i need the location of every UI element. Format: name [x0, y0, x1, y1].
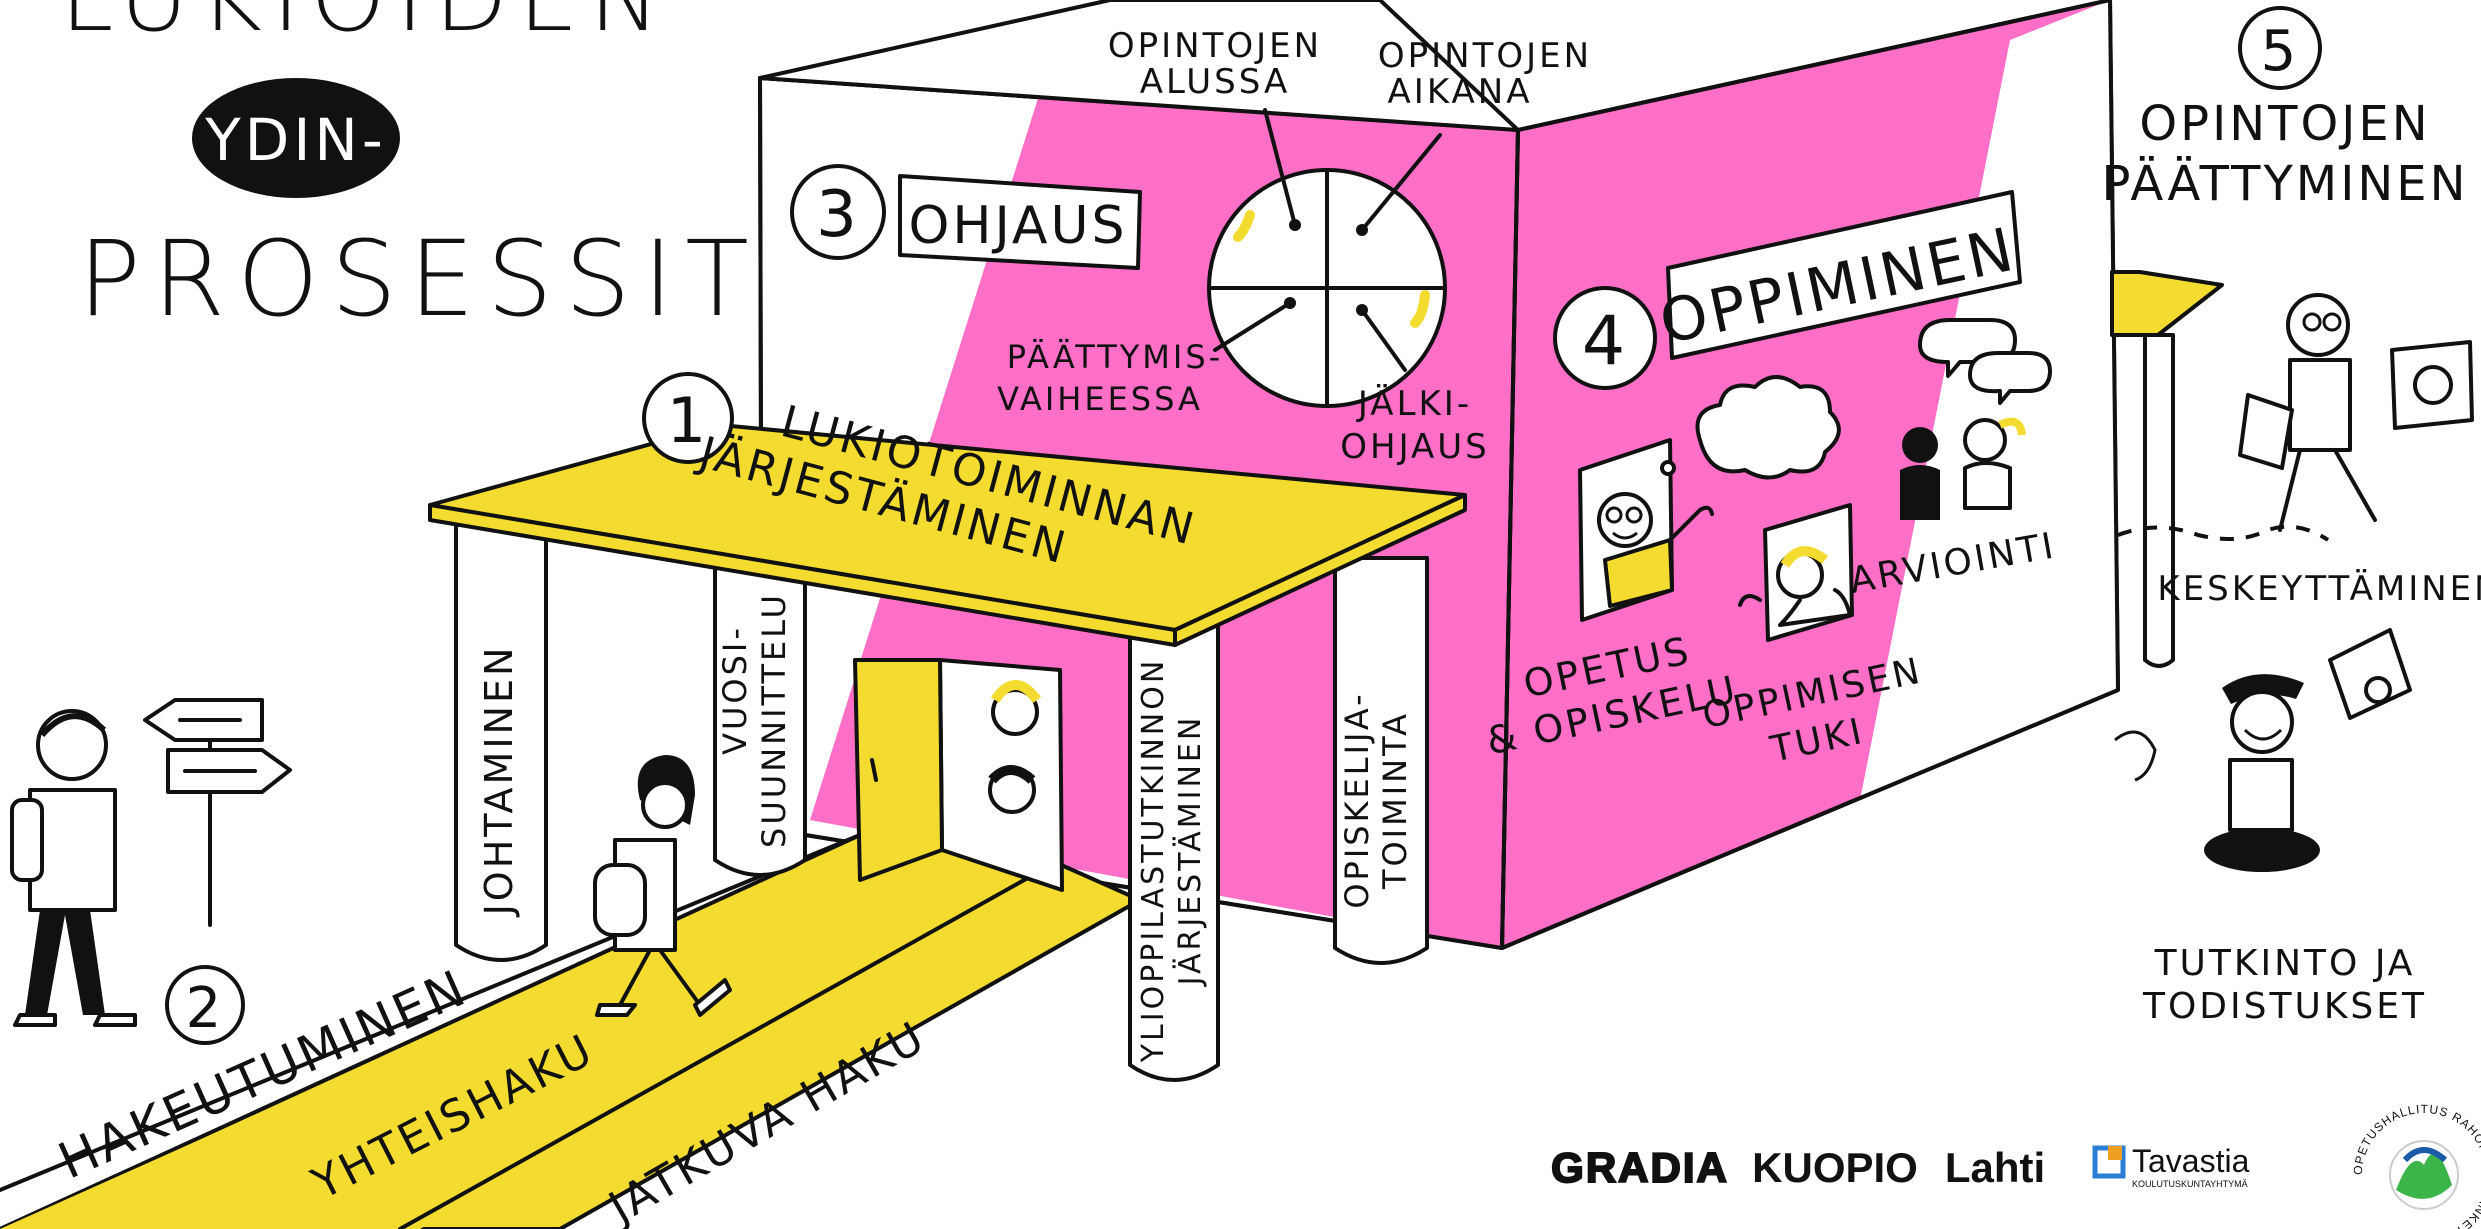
signpost-icon	[143, 698, 292, 927]
quadrant-paattymis-2: VAIHEESSA	[997, 380, 1203, 418]
tavastia-logo: Tavastia KOULUTUSKUNTAYHTYMÄ	[2092, 1143, 2250, 1189]
hakeutuminen-number-circle	[165, 965, 245, 1045]
ohjaus-number-circle	[790, 164, 886, 260]
keskeyttaminen-label: KESKEYTTÄMINEN	[2157, 569, 2481, 609]
oph-logo: OPETUSHALLITUS RAHOITTAA HANKETTA	[2351, 1102, 2481, 1229]
pillar-vuosisuunnittelu	[713, 558, 807, 877]
ohjaus-section: 3 OHJAUS OPINTOJEN ALUSSA OPINTOJEN AIKA…	[790, 26, 1592, 467]
lahti-logo: Lahti	[1945, 1144, 2045, 1191]
road-paths: YHTEISHAKU JATKUVA HAKU	[0, 833, 1142, 1229]
partner-logos: GRADIA KUOPIO Lahti Tavastia KOULUTUSKUN…	[1550, 1102, 2481, 1229]
student-walking	[593, 755, 732, 1017]
quadrant-alussa-1: OPINTOJEN	[1108, 26, 1322, 66]
paattyminen-number-circle	[2238, 6, 2322, 90]
vuosi-label-2: SUUNNITTELU	[755, 592, 793, 848]
oppiminen-number-circle	[1553, 286, 1657, 390]
middle-road	[160, 850, 1060, 1229]
quadrant-aikana-2: AIKANA	[1388, 72, 1533, 112]
pillar-opiskelijatoiminta	[1333, 556, 1429, 965]
yo-label-2: JÄRJESTÄMINEN	[1172, 715, 1208, 988]
yo-label-1: YLIOPPILASTUTKINNON	[1136, 658, 1171, 1064]
opisk-label-2: TOIMINTA	[1376, 711, 1414, 890]
thought-cloud	[1695, 375, 1841, 480]
title-badge	[192, 78, 400, 198]
title-line-1: LUKIOIDEN	[60, 0, 671, 53]
oph-leaf-icon	[2396, 1153, 2452, 1199]
paattyminen-label-2: PÄÄTTYMINEN	[2102, 156, 2469, 212]
tutkinto-label-2: TODISTUKSET	[2142, 986, 2427, 1027]
ohjaus-label-box	[898, 174, 1142, 270]
title-badge-text: YDIN-	[204, 106, 387, 174]
tavastia-name: Tavastia	[2132, 1143, 2250, 1179]
door-panel	[853, 658, 944, 882]
quadrant-jalki-1: JÄLKI-	[1356, 384, 1472, 424]
jarjestaminen-number: 1	[667, 384, 709, 457]
pillar-yo	[1128, 623, 1220, 1082]
tutkinto-label-1: TUTKINTO JA	[2154, 943, 2416, 984]
kuopio-logo: KUOPIO	[1752, 1144, 1918, 1191]
jarjestaminen-number-circle	[642, 372, 734, 464]
dropout-path	[2117, 524, 2330, 542]
hakeutuminen-number: 2	[186, 976, 225, 1041]
ohjaus-label: OHJAUS	[908, 196, 1127, 256]
jarjestaminen-canopy: 1 LUKIOTOIMINNAN JÄRJESTÄMINEN JOHTAMINE…	[428, 372, 1467, 1082]
johtaminen-label: JOHTAMINEN	[477, 645, 521, 918]
arviointi-figures	[1900, 318, 2052, 520]
quadrant-alussa-2: ALUSSA	[1140, 62, 1290, 102]
graduate-figure	[2114, 628, 2412, 872]
building-right-white	[1860, 0, 2118, 800]
oppiminen-number: 4	[1582, 302, 1628, 381]
opisk-label-1: OPISKELIJA-	[1338, 691, 1376, 908]
paattyminen-number: 5	[2261, 19, 2300, 84]
vuosi-label-1: VUOSI-	[716, 625, 754, 755]
oppiminen-label-box	[1666, 190, 2022, 360]
title-block: LUKIOIDEN YDIN- PROSESSIT	[60, 0, 761, 340]
title-line-2: PROSESSIT	[78, 218, 761, 340]
paattyminen-section: 5 OPINTOJEN PÄÄTTYMINEN KESKEYTTÄMINEN	[2102, 6, 2481, 1027]
ohjaus-number: 3	[816, 178, 860, 252]
support-window	[1738, 503, 1854, 642]
paattyminen-label-1: OPINTOJEN	[2139, 96, 2430, 152]
exit-canopy	[2110, 270, 2224, 668]
yhteishaku-road	[0, 840, 945, 1229]
tavastia-sub: KOULUTUSKUNTAYHTYMÄ	[2132, 1179, 2248, 1189]
teacher-window	[1578, 438, 1714, 622]
gradia-logo: GRADIA	[1551, 1144, 1729, 1191]
quadrant-aikana-1: OPINTOJEN	[1378, 36, 1592, 76]
explorer-figure	[2238, 293, 2474, 532]
applicant-figure	[10, 709, 137, 1027]
door	[853, 658, 1064, 892]
quadrant-jalki-2: OHJAUS	[1340, 427, 1489, 467]
pillar-johtaminen	[454, 523, 548, 962]
quadrant-paattymis-1: PÄÄTTYMIS-	[1007, 338, 1223, 376]
